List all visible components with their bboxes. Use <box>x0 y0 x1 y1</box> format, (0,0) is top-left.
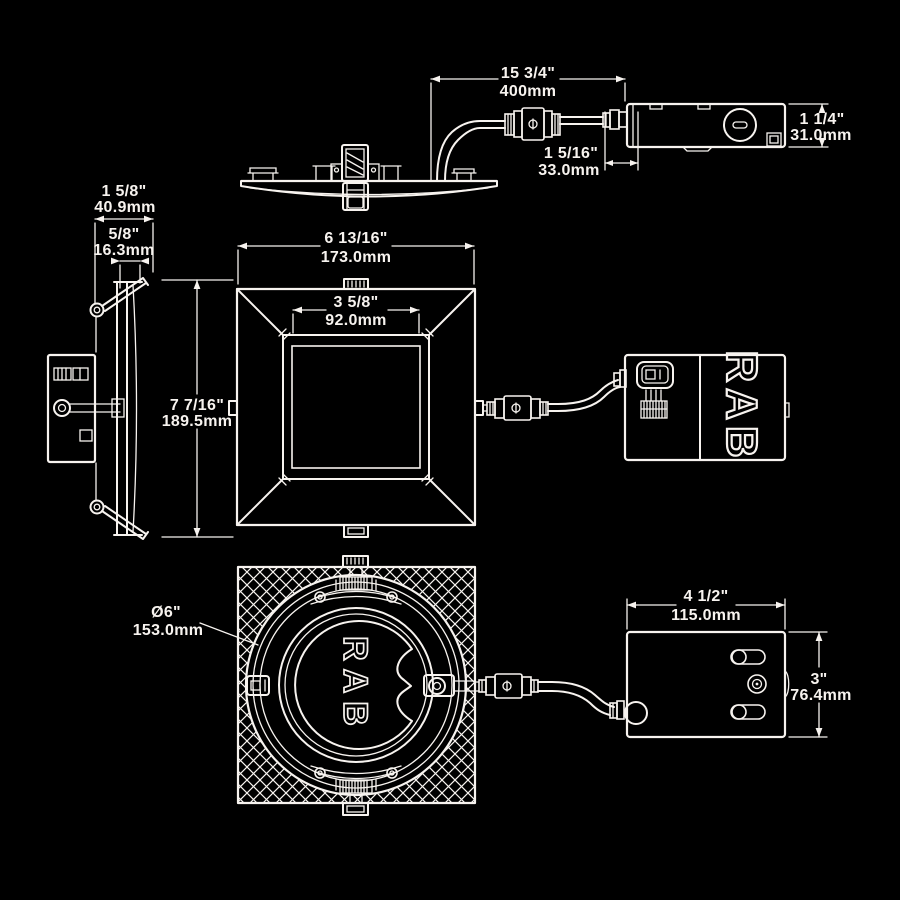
back-clip-bottom <box>310 765 402 804</box>
post-left <box>312 165 336 182</box>
view-front: 6 13/16" 173.0mm 3 5/8" 92.0mm <box>228 230 484 538</box>
dim-driver-offset-mm: 33.0mm <box>538 162 599 179</box>
dim-overall-depth: 1 5/8" 40.9mm <box>94 183 155 304</box>
dim-recess-depth-mm: 16.3mm <box>93 242 154 259</box>
dim-recess-depth: 5/8" 16.3mm <box>93 226 154 289</box>
view-side-assembly: 15 3/4" 400mm 1 5/16" 33.0mm 1 1/4" 31.0… <box>240 65 851 211</box>
dim-aperture-width: 3 5/8" 92.0mm <box>292 294 420 334</box>
driver-edge-bump <box>784 670 790 698</box>
trim-bevels <box>236 288 476 526</box>
dim-driver-width-mm: 115.0mm <box>671 607 741 624</box>
dim-driver-offset-in: 1 5/16" <box>544 145 598 162</box>
dim-overall-height: 7 7/16" 189.5mm <box>161 279 234 538</box>
driver-box-profile <box>46 353 125 464</box>
post-right <box>380 165 402 182</box>
aperture-inner <box>291 345 421 469</box>
clip-right <box>451 168 477 182</box>
profile-spring-arm-top <box>89 277 149 318</box>
driver-logo: RAB <box>717 350 766 463</box>
connector-wires <box>645 389 662 402</box>
view-profile: 1 5/8" 40.9mm 5/8" 16.3mm 7 7/16" 189.5m… <box>46 183 234 540</box>
view-driver-top: RAB <box>623 349 790 465</box>
keyhole-slot-top <box>730 649 766 665</box>
inline-connector-top <box>504 107 561 141</box>
quick-connector <box>636 361 674 389</box>
back-tab-top <box>342 555 369 568</box>
corner-hatching <box>238 567 475 803</box>
dim-driver-width: 4 1/2" 115.0mm <box>626 588 786 630</box>
driver-right-notch <box>784 402 790 418</box>
tab-bottom <box>343 524 369 538</box>
back-connector-right <box>423 674 476 697</box>
dim-driver-offset: 1 5/16" 33.0mm <box>538 111 639 179</box>
aperture-lip <box>282 334 430 480</box>
back-bracket-left <box>246 675 270 696</box>
dim-recess-depth-in: 5/8" <box>108 226 139 243</box>
view-driver-bottom: 4 1/2" 115.0mm 3" 76.4mm <box>624 588 851 739</box>
dim-overall-depth-in: 1 5/8" <box>102 183 147 200</box>
dim-driver-depth-mm: 76.4mm <box>790 687 851 704</box>
clip-left <box>247 167 279 182</box>
dim-driver-depth-in: 3" <box>810 671 827 688</box>
dim-aperture-width-mm: 92.0mm <box>325 312 386 329</box>
dim-overall-height-mm: 189.5mm <box>162 413 233 430</box>
dim-driver-width-in: 4 1/2" <box>684 588 729 605</box>
tab-right <box>474 400 484 416</box>
dim-overall-width-in: 6 13/16" <box>324 230 387 247</box>
driver-housing-outline <box>294 620 413 750</box>
dim-cable-length-mm: 400mm <box>500 83 557 100</box>
keyhole-slot-bottom <box>730 704 766 720</box>
dim-aperture-width-in: 3 5/8" <box>334 294 379 311</box>
knockout-side <box>723 108 757 142</box>
dim-driver-height-in: 1 1/4" <box>800 111 845 128</box>
interconnect-cable-back <box>474 673 625 720</box>
dim-overall-width-mm: 173.0mm <box>321 249 392 266</box>
back-logo: RAB <box>336 636 374 734</box>
center-knockout <box>747 674 767 694</box>
dim-cutout: Ø6" 153.0mm <box>133 604 259 646</box>
strain-relief <box>624 701 648 725</box>
dim-cable-length-in: 15 3/4" <box>501 65 555 82</box>
dim-overall-width: 6 13/16" 173.0mm <box>237 230 475 285</box>
back-tab-bottom <box>342 802 369 816</box>
dim-cutout-in: Ø6" <box>151 604 181 621</box>
dim-driver-height-mm: 31.0mm <box>790 127 851 144</box>
profile-body <box>113 281 143 536</box>
dim-overall-height-in: 7 7/16" <box>170 397 224 414</box>
back-clip-top <box>310 566 402 605</box>
profile-spring-arm-bottom <box>89 499 149 540</box>
dim-cable-length: 15 3/4" 400mm <box>430 65 626 182</box>
corner-notches <box>278 328 434 486</box>
dim-driver-height: 1 1/4" 31.0mm <box>788 103 851 148</box>
center-mount <box>330 144 380 211</box>
view-back: RAB <box>133 555 477 816</box>
terminal-block <box>640 400 668 419</box>
tab-left <box>228 400 238 416</box>
driver-box-side <box>625 102 787 152</box>
tab-top <box>343 278 369 290</box>
cable-top <box>436 107 628 182</box>
dim-overall-depth-mm: 40.9mm <box>94 199 155 216</box>
interconnect-cable-front <box>482 369 627 421</box>
dim-cutout-mm: 153.0mm <box>133 622 204 639</box>
dim-driver-depth: 3" 76.4mm <box>788 631 851 738</box>
